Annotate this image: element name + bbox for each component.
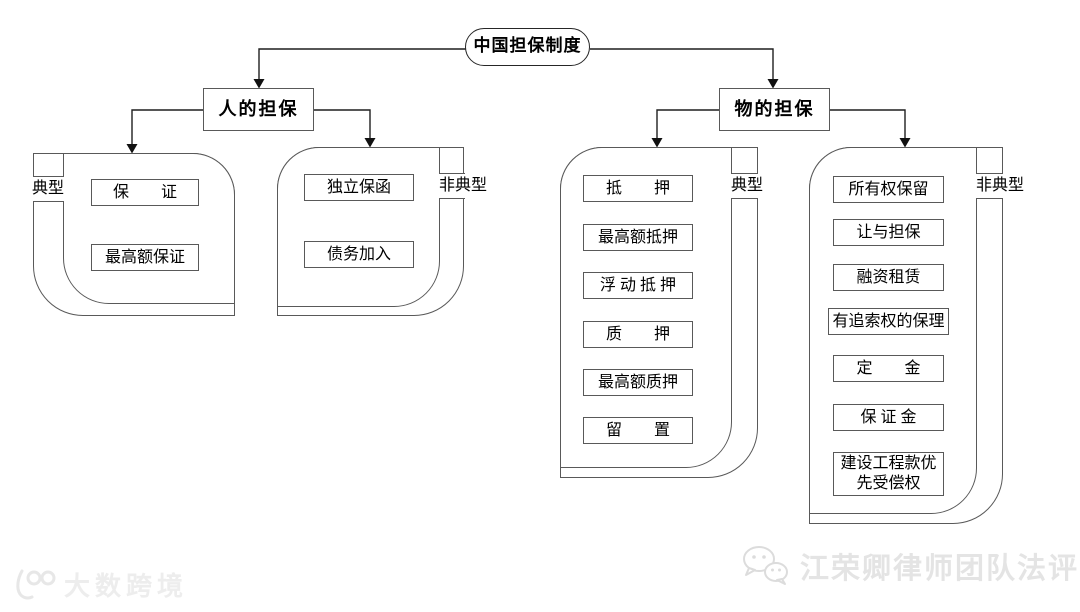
item-max-amount-guarantee: 最高额保证 (91, 244, 199, 271)
item-security-deposit: 保 证 金 (833, 404, 944, 431)
wechat-icon (743, 546, 788, 585)
watermark-bottom-right: 江荣卿律师团队法评 (740, 544, 1079, 588)
item-recourse-factoring: 有追索权的保理 (828, 308, 949, 335)
item-debt-joining: 债务加入 (304, 241, 414, 268)
item-mortgage: 抵 押 (583, 175, 693, 202)
root-node: 中国担保制度 (465, 28, 590, 66)
tab-personal-typical: 典型 (30, 176, 65, 202)
card-property-atypical: 所有权保留 让与担保 融资租赁 有追索权的保理 定 金 保 证 金 建设工程款优… (809, 147, 977, 514)
item-max-amount-pledge: 最高额质押 (583, 369, 693, 396)
item-floating-mortgage: 浮 动 抵 押 (583, 272, 693, 299)
watermark-bottom-left: 大数跨境 (12, 566, 188, 603)
item-guarantee: 保 证 (91, 179, 199, 206)
item-independent-letter-of-guarantee: 独立保函 (304, 174, 414, 201)
logo-100-icon (16, 569, 56, 599)
tab-label-text: 典型 (30, 177, 65, 201)
item-construction-payment-priority: 建设工程款优先受偿权 (833, 452, 944, 496)
card-personal-typical: 保 证 最高额保证 (63, 153, 235, 304)
item-max-amount-mortgage: 最高额抵押 (583, 224, 693, 251)
item-deposit: 定 金 (833, 355, 944, 382)
item-pledge: 质 押 (583, 321, 693, 348)
tab-personal-atypical: 非典型 (438, 173, 489, 199)
item-lien: 留 置 (583, 417, 693, 444)
tab-label-text: 非典型 (975, 174, 1026, 198)
item-transfer-guarantee: 让与担保 (833, 219, 944, 246)
watermark-text: 大数跨境 (64, 571, 189, 601)
card-personal-atypical: 独立保函 债务加入 (277, 147, 440, 307)
tab-property-atypical: 非典型 (975, 173, 1026, 199)
tab-property-typical: 典型 (730, 173, 765, 199)
node-property-guarantee: 物的担保 (719, 88, 830, 131)
item-retention-of-ownership: 所有权保留 (833, 176, 944, 203)
card-property-typical: 抵 押 最高额抵押 浮 动 抵 押 质 押 最高额质押 留 置 (560, 147, 732, 468)
watermark-text: 江荣卿律师团队法评 (800, 553, 1080, 585)
tab-label-text: 典型 (730, 174, 765, 198)
node-personal-guarantee: 人的担保 (203, 88, 314, 131)
item-financial-leasing: 融资租赁 (833, 264, 944, 291)
tab-label-text: 非典型 (438, 174, 489, 198)
